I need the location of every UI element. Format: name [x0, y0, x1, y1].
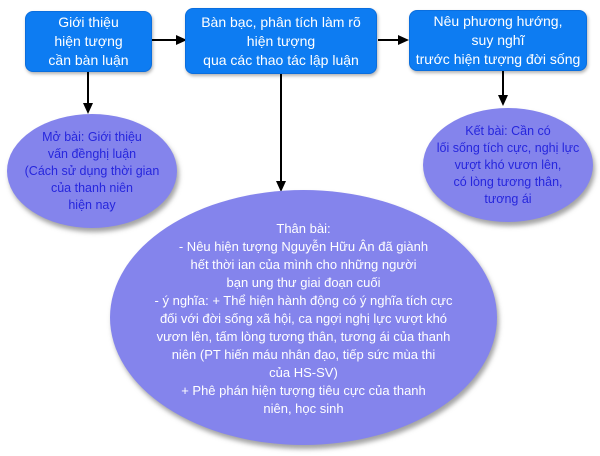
flow-box-intro: Giới thiệu hiện tượng cần bàn luận	[25, 11, 152, 72]
arrow-discuss-to-thanbai	[276, 74, 286, 192]
ellipse-mo-bai-text: Mở bài: Giới thiệu vấn đềnghị luận (Cách…	[24, 129, 160, 212]
ellipse-mo-bai: Mở bài: Giới thiệu vấn đềnghị luận (Cách…	[7, 114, 177, 228]
arrow-direction-to-ketbai	[498, 71, 508, 106]
ellipse-ket-bai: Kết bài: Cần có lối sống tích cực, nghị …	[423, 108, 593, 222]
flow-box-discuss: Bàn bạc, phân tích làm rõ hiện tượng qua…	[185, 8, 377, 74]
flow-box-direction: Nêu phương hướng, suy nghĩ trước hiện tư…	[409, 10, 587, 71]
arrow-discuss-to-direction	[378, 35, 409, 45]
ellipse-than-bai: Thân bài: - Nêu hiện tượng Nguyễn Hữu Ân…	[110, 190, 497, 445]
ellipse-than-bai-text: Thân bài: - Nêu hiện tượng Nguyễn Hữu Ân…	[154, 221, 453, 416]
ellipse-ket-bai-text: Kết bài: Cần có lối sống tích cực, nghị …	[436, 123, 580, 206]
flow-box-discuss-label: Bàn bạc, phân tích làm rõ hiện tượng qua…	[201, 13, 361, 68]
arrow-intro-to-discuss	[152, 35, 187, 45]
flow-box-direction-label: Nêu phương hướng, suy nghĩ trước hiện tư…	[415, 13, 581, 67]
flow-box-intro-label: Giới thiệu hiện tượng cần bàn luận	[48, 14, 129, 68]
arrow-intro-to-mobai	[83, 72, 93, 114]
